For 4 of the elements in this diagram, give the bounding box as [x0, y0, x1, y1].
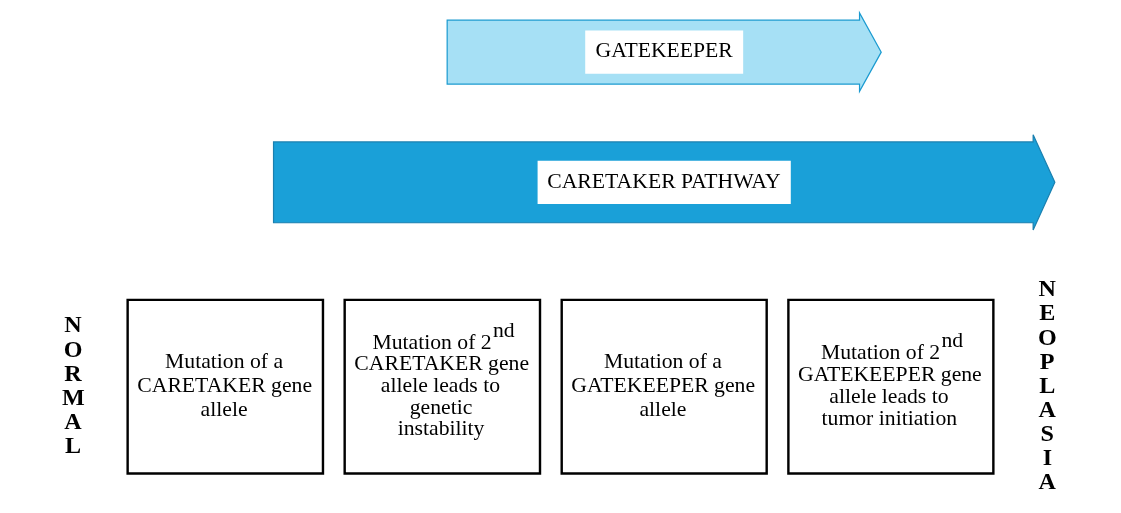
label: NEOPLASIA: [1037, 275, 1057, 495]
label: NORMAL: [61, 311, 85, 459]
node-box: Mutation of a CARETAKER gene allele: [126, 298, 325, 475]
node-box: Mutation of a GATEKEEPER gene allele: [560, 298, 768, 475]
